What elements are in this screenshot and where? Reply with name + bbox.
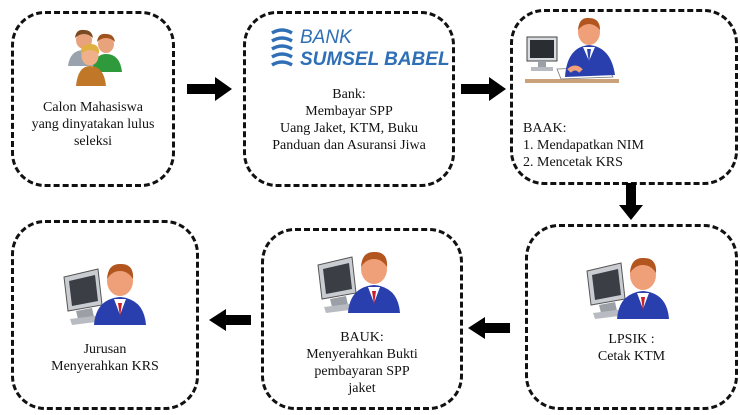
bank-logo-line2: SUMSEL BABEL [300,49,450,70]
step-box-lpsik: LPSIK : Cetak KTM [525,224,738,410]
flow-arrow-left [209,309,251,331]
step-line: Bank: [332,87,366,102]
people-group-icon [68,29,122,86]
computer-user-icon [317,251,401,314]
step-text-bank: Bank: Membayar SPP Uang Jaket, KTM, Buku… [246,86,452,154]
step-line: pembayaran SPP [314,364,410,379]
step-text-bauk: BAUK: Menyerahkan Bukti pembayaran SPP j… [264,329,460,397]
bank-logo-line1: BANK [300,27,352,48]
flow-arrow-left [468,317,510,339]
computer-user-icon [63,263,147,326]
step-line: LPSIK : [608,332,655,347]
flow-arrow-down [619,183,643,220]
step-line: Menyerahkan Bukti [306,347,418,362]
step-box-jurusan: Jurusan Menyerahkan KRS [11,220,199,410]
office-worker-desk-icon [525,17,619,83]
step-text-lpsik: LPSIK : Cetak KTM [528,331,735,365]
step-line: Membayar SPP [305,104,393,119]
computer-user-icon [586,257,670,320]
step-text-baak: BAAK: 1. Mendapatkan NIM 2. Mencetak KRS [523,120,733,171]
step-line: 2. Mencetak KRS [523,155,623,170]
step-line: Jurusan [83,342,127,357]
step-line: Panduan dan Asuransi Jiwa [272,138,426,153]
step-line: Menyerahkan KRS [51,359,159,374]
step-line: Uang Jaket, KTM, Buku [279,121,419,136]
flow-arrow-right [461,77,506,101]
step-text-calon: Calon Mahasiswa yang dinyatakan lulus se… [14,99,172,150]
step-line: Cetak KTM [597,349,666,364]
step-line: jaket [348,381,376,396]
bank-logo: BANK SUMSEL BABEL [268,23,450,79]
step-line: Calon Mahasiswa [43,100,143,115]
step-box-baak: BAAK: 1. Mendapatkan NIM 2. Mencetak KRS [510,9,738,185]
step-line: 1. Mendapatkan NIM [523,138,644,153]
step-box-calon-mahasiswa: Calon Mahasiswa yang dinyatakan lulus se… [11,11,175,187]
step-line: BAAK: [523,121,567,136]
step-line: seleksi [73,134,113,149]
step-box-bank: BANK SUMSEL BABEL Bank: Membayar SPP Uan… [243,11,455,187]
step-line: yang dinyatakan lulus [31,117,155,132]
step-line: BAUK: [340,330,384,345]
step-text-jurusan: Jurusan Menyerahkan KRS [14,341,196,375]
flow-arrow-right [187,77,232,101]
bank-logo-waves-icon [271,28,293,67]
step-box-bauk: BAUK: Menyerahkan Bukti pembayaran SPP j… [261,228,463,410]
